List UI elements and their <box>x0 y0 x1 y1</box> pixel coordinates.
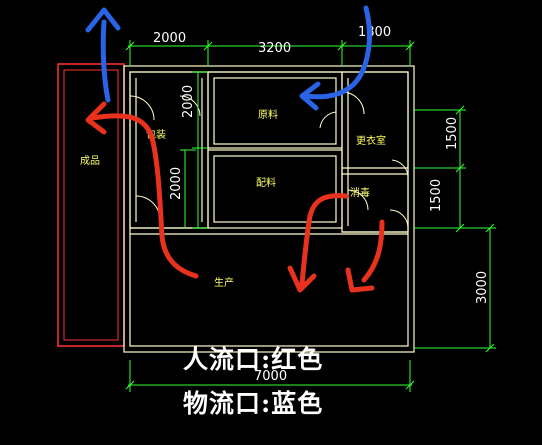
dim-bottom: 7000 <box>254 369 287 384</box>
finished-goods-room <box>57 63 125 347</box>
people-flow-arrowhead-right <box>345 267 375 293</box>
goods-flow-arrowhead-right <box>299 81 321 111</box>
goods-flow-arrowhead-left <box>85 7 121 33</box>
people-flow-path-middle <box>299 193 349 287</box>
dim-top-middle: 3200 <box>258 41 291 56</box>
people-flow-arrowhead-middle <box>287 265 317 293</box>
dim-left-lower: 2000 <box>169 167 184 200</box>
room-label-finished-goods: 成品 <box>80 155 100 167</box>
room-label-mixing: 配料 <box>256 176 276 189</box>
goods-flow-path-left <box>100 19 111 103</box>
dim-top-left: 2000 <box>153 31 186 46</box>
dimension-lines <box>125 40 496 392</box>
goods-flow-arrows <box>85 5 372 111</box>
room-label-disinfection: 消毒 <box>350 186 370 199</box>
dim-right-upper: 1500 <box>445 117 460 150</box>
dim-right-lower: 3000 <box>475 271 490 304</box>
legend-people-flow: 人流口:红色 <box>183 345 324 374</box>
room-label-production: 生产 <box>214 276 234 289</box>
dim-left-upper: 2000 <box>181 85 196 118</box>
dim-top-right: 1800 <box>358 25 391 40</box>
people-flow-arrows <box>85 101 385 293</box>
room-label-changing: 更衣室 <box>356 134 386 147</box>
people-flow-path-left <box>89 113 199 279</box>
building-walls <box>123 65 415 353</box>
dimension-texts: 2000 3200 1800 2000 2000 1500 1500 3000 … <box>153 25 490 384</box>
legend-goods-flow: 物流口:蓝色 <box>183 389 324 418</box>
goods-flow-path-right <box>303 5 372 100</box>
dim-right-middle: 1500 <box>429 179 444 212</box>
people-flow-path-right <box>361 219 385 283</box>
room-labels: 成品 包装 原料 配料 更衣室 消毒 生产 <box>80 108 386 289</box>
room-label-raw-material: 原料 <box>258 108 278 121</box>
people-flow-arrowhead-left <box>85 101 107 135</box>
